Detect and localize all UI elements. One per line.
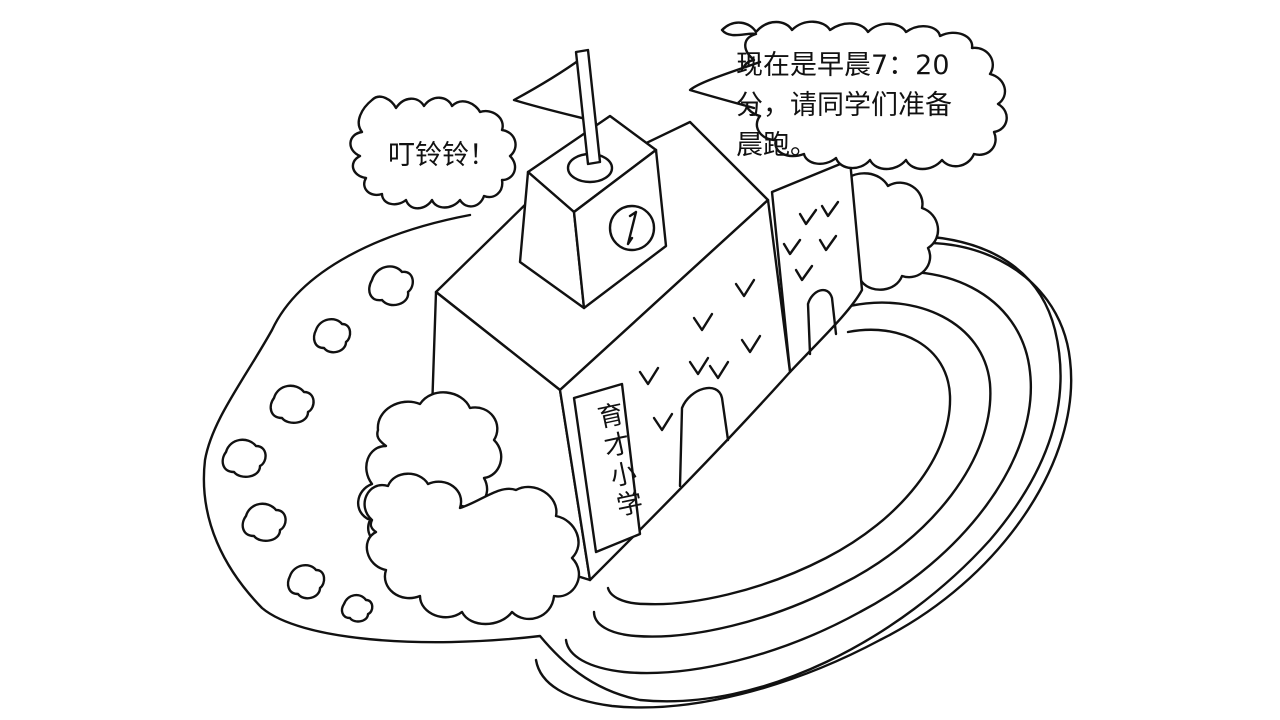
school-sign-board: [572, 382, 642, 554]
bush-5: [241, 502, 287, 542]
bush-6: [286, 564, 326, 600]
main-window-4: [740, 334, 762, 354]
clock-face: [608, 204, 656, 252]
main-window-2: [734, 278, 756, 298]
announcement-line-3: 晨跑。: [736, 130, 817, 161]
bell-speech-bubble: [349, 95, 517, 210]
main-window-3: [688, 356, 710, 376]
clock-hands: [626, 210, 638, 246]
side-wing-window-3: [782, 238, 802, 256]
bell-bubble-text: 叮铃铃！: [388, 140, 496, 171]
island-outline: [202, 213, 1062, 703]
bush-4: [221, 438, 267, 478]
clock-tower-right: [572, 148, 668, 310]
bush-2: [312, 318, 352, 354]
announcement-line-2: 分，请同学们准备: [736, 90, 952, 121]
main-window-1: [692, 312, 714, 332]
side-wing-window-2: [820, 200, 840, 218]
side-wing-window-4: [818, 234, 838, 252]
side-wing-window-5: [794, 264, 814, 282]
announcement-speech-bubble: [720, 20, 1008, 171]
main-window-6: [708, 360, 730, 380]
track-outer: [534, 241, 1073, 709]
flag: [512, 56, 592, 122]
track-field: [606, 328, 952, 606]
side-wing-window-1: [798, 208, 818, 226]
side-wing-door: [806, 288, 838, 356]
announcement-bubble-text: 现在是早晨7：20 分，请同学们准备 晨跑。: [736, 46, 1006, 166]
bush-1: [368, 265, 414, 307]
bush-7: [340, 593, 374, 623]
side-wing-building: [770, 158, 864, 374]
main-window-7: [652, 412, 674, 432]
main-door: [678, 386, 730, 488]
announcement-line-1: 现在是早晨7：20: [736, 50, 950, 81]
flagpole: [574, 48, 602, 166]
main-window-5: [638, 366, 660, 386]
announcement-bubble-tail: [688, 60, 762, 110]
bush-3: [269, 384, 315, 424]
track-middle: [564, 270, 1033, 675]
tree-front-right: [363, 472, 581, 626]
track-inner: [592, 301, 992, 638]
